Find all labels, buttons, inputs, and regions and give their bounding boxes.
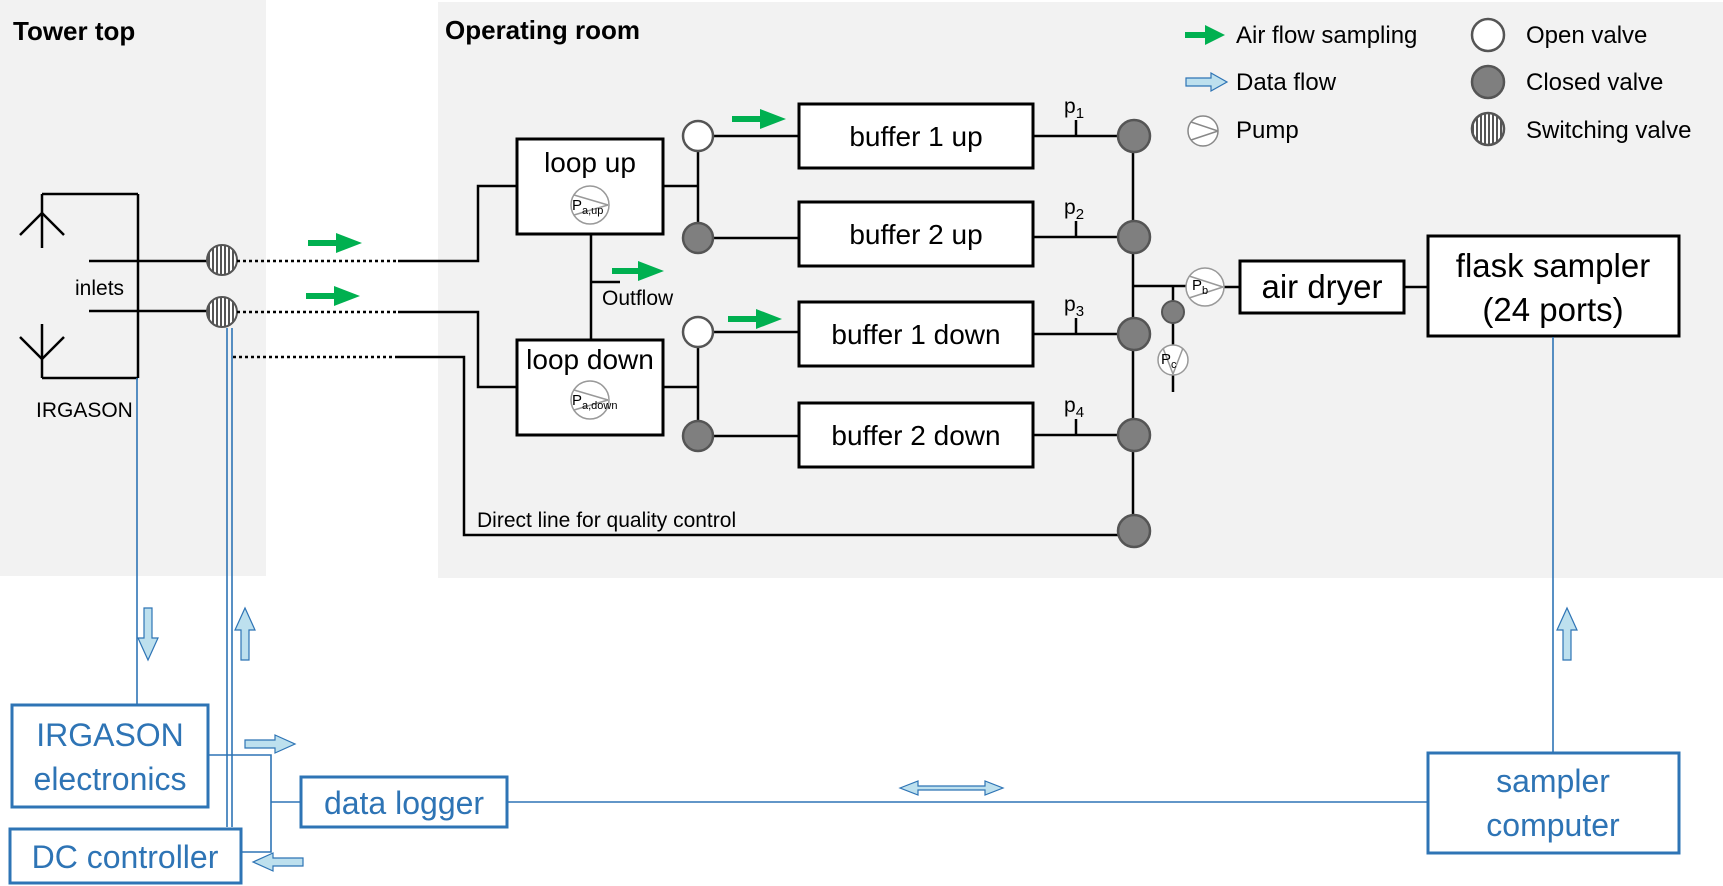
closed-valve-buffer-2-down[interactable] bbox=[681, 419, 715, 453]
legend-pump-icon bbox=[1187, 115, 1219, 147]
svg-text:(24 ports): (24 ports) bbox=[1482, 291, 1623, 328]
legend-switching-valve-label: Switching valve bbox=[1526, 117, 1691, 144]
loop-up[interactable]: loop up P a,up bbox=[515, 137, 665, 236]
svg-text:p4: p4 bbox=[1064, 394, 1084, 421]
open-valve-buffer-1-up[interactable] bbox=[681, 119, 715, 153]
closed-valve-out-2[interactable] bbox=[1116, 219, 1152, 255]
tower-top-region bbox=[0, 0, 266, 576]
svg-text:computer: computer bbox=[1486, 807, 1620, 843]
direct-line-label: Direct line for quality control bbox=[477, 509, 736, 532]
legend-open-valve-icon bbox=[1470, 17, 1506, 53]
loop-down-pump-icon: P a,down bbox=[570, 380, 617, 420]
svg-text:P: P bbox=[572, 197, 582, 214]
pump-pb-icon[interactable]: P b bbox=[1185, 267, 1225, 307]
closed-valve-out-3[interactable] bbox=[1116, 316, 1152, 352]
data-arrow-up-sampler bbox=[1556, 606, 1578, 661]
data-arrow-down-irgason bbox=[137, 607, 159, 662]
closed-valve-direct-line[interactable] bbox=[1116, 513, 1152, 549]
irgason-electronics[interactable]: IRGASON electronics bbox=[10, 703, 210, 809]
legend-closed-valve-label: Closed valve bbox=[1526, 69, 1663, 96]
svg-text:buffer 1 up: buffer 1 up bbox=[849, 121, 982, 152]
pump-pc-icon[interactable]: P c bbox=[1157, 344, 1189, 376]
svg-text:loop up: loop up bbox=[544, 147, 636, 178]
data-flow-arrows bbox=[137, 606, 1578, 872]
svg-text:air dryer: air dryer bbox=[1261, 268, 1382, 305]
svg-text:buffer 2 down: buffer 2 down bbox=[831, 420, 1000, 451]
svg-text:P: P bbox=[1192, 277, 1202, 294]
closed-valve-pc[interactable] bbox=[1161, 300, 1185, 324]
switching-valve-2[interactable] bbox=[206, 296, 238, 328]
outflow-label: Outflow bbox=[602, 287, 674, 310]
air-dryer[interactable]: air dryer bbox=[1238, 259, 1406, 315]
svg-text:c: c bbox=[1171, 359, 1177, 371]
svg-text:a,up: a,up bbox=[582, 205, 603, 217]
data-arrow-left-dc bbox=[251, 852, 304, 872]
data-arrow-right-logger bbox=[244, 734, 297, 754]
buffer-2-down[interactable]: buffer 2 down bbox=[797, 401, 1035, 469]
irgason-sensor bbox=[19, 192, 208, 380]
closed-valve-buffer-2-up[interactable] bbox=[681, 221, 715, 255]
svg-text:b: b bbox=[1202, 285, 1208, 297]
svg-text:loop down: loop down bbox=[526, 344, 654, 375]
legend-data-flow-icon bbox=[1185, 71, 1229, 93]
tower-tubing bbox=[233, 184, 1132, 537]
svg-text:DC controller: DC controller bbox=[32, 839, 219, 875]
loop-down[interactable]: loop down P a,down bbox=[515, 338, 665, 437]
svg-text:p3: p3 bbox=[1064, 293, 1084, 320]
legend-air-flow-label: Air flow sampling bbox=[1236, 22, 1417, 49]
svg-text:flask sampler: flask sampler bbox=[1456, 247, 1650, 284]
legend-data-flow-label: Data flow bbox=[1236, 69, 1337, 96]
loop-up-pump-icon: P a,up bbox=[570, 185, 610, 225]
closed-valve-out-4[interactable] bbox=[1116, 417, 1152, 453]
svg-text:p2: p2 bbox=[1064, 196, 1084, 223]
outflow-line bbox=[589, 234, 620, 340]
air-flow-arrows-tower bbox=[306, 233, 362, 306]
svg-text:a,down: a,down bbox=[582, 400, 617, 412]
legend-open-valve-label: Open valve bbox=[1526, 22, 1647, 49]
svg-text:p1: p1 bbox=[1064, 95, 1084, 122]
svg-text:P: P bbox=[1161, 351, 1171, 368]
open-valve-buffer-1-down[interactable] bbox=[681, 315, 715, 349]
sampler-computer[interactable]: sampler computer bbox=[1426, 751, 1681, 855]
inlets-label: inlets bbox=[75, 277, 124, 300]
data-arrow-up-tower bbox=[234, 606, 256, 661]
closed-valve-out-1[interactable] bbox=[1116, 118, 1152, 154]
air-flow-arrows-buffers bbox=[728, 109, 786, 329]
flask-sampler[interactable]: flask sampler (24 ports) bbox=[1426, 234, 1681, 338]
data-lines bbox=[136, 328, 1554, 853]
svg-text:buffer 1 down: buffer 1 down bbox=[831, 319, 1000, 350]
svg-text:data logger: data logger bbox=[324, 785, 484, 821]
operating-room-title: Operating room bbox=[445, 15, 640, 45]
dc-controller[interactable]: DC controller bbox=[8, 827, 243, 885]
irgason-label: IRGASON bbox=[36, 399, 133, 422]
loop-manifold bbox=[663, 134, 798, 438]
legend-pump-label: Pump bbox=[1236, 117, 1299, 144]
outflow-arrow bbox=[612, 261, 664, 281]
buffer-1-down[interactable]: buffer 1 down bbox=[797, 300, 1035, 368]
svg-text:electronics: electronics bbox=[34, 761, 187, 797]
svg-text:buffer 2 up: buffer 2 up bbox=[849, 219, 982, 250]
legend: Air flow sampling Data flow Pump Open va… bbox=[1185, 17, 1691, 147]
pressure-sensor-labels: p1 p2 p3 p4 bbox=[1064, 95, 1084, 421]
svg-text:sampler: sampler bbox=[1496, 763, 1610, 799]
tower-top-title: Tower top bbox=[13, 16, 135, 46]
legend-closed-valve-icon bbox=[1470, 64, 1506, 100]
switching-valve-1[interactable] bbox=[206, 244, 238, 276]
svg-text:P: P bbox=[572, 392, 582, 409]
buffer-2-up[interactable]: buffer 2 up bbox=[797, 200, 1035, 268]
data-logger[interactable]: data logger bbox=[299, 775, 509, 829]
legend-air-flow-icon bbox=[1185, 25, 1225, 45]
buffer-1-up[interactable]: buffer 1 up bbox=[797, 102, 1035, 170]
legend-switching-valve-icon bbox=[1470, 111, 1506, 147]
svg-text:IRGASON: IRGASON bbox=[36, 717, 184, 753]
data-arrow-both-logger bbox=[898, 780, 1005, 796]
